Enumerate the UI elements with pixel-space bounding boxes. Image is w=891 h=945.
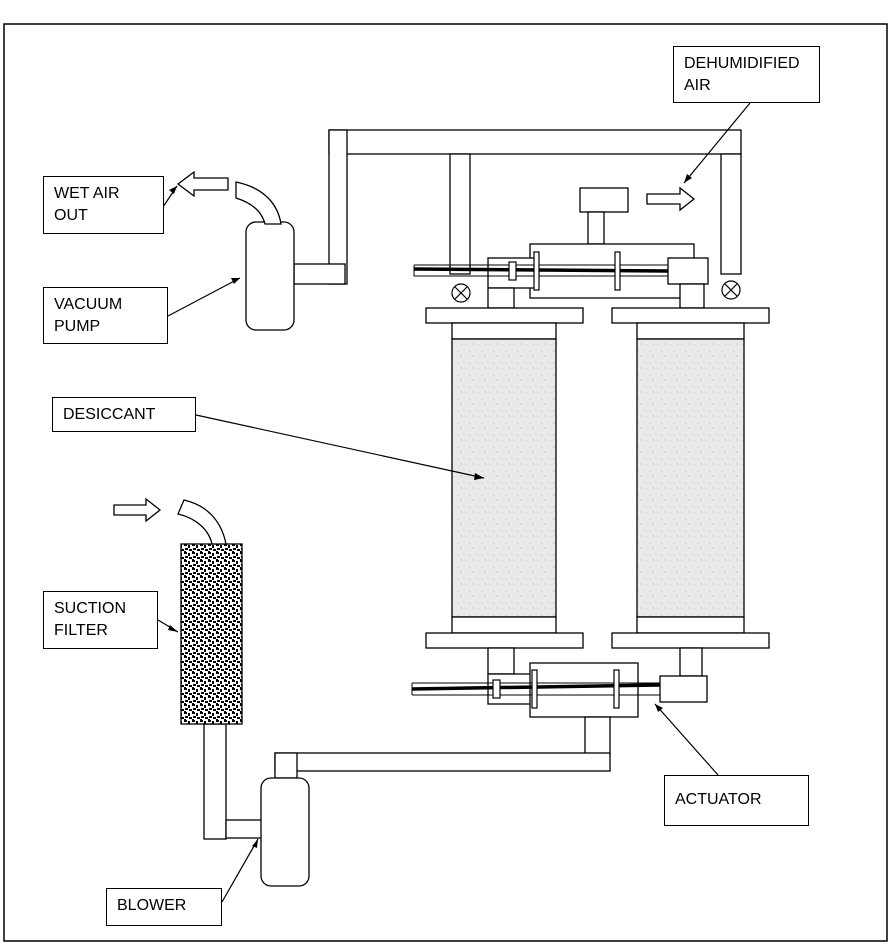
lower-pipe-vertical [584, 716, 611, 756]
right-desiccant-column [636, 338, 745, 618]
blower-top-stub [274, 752, 298, 779]
dehumidified-flow-arrow-icon [646, 186, 696, 212]
lower-left-flange [425, 632, 584, 649]
lower-left-collar [451, 616, 557, 634]
top-pipe-horizontal [328, 129, 742, 155]
label-actuator: ACTUATOR [664, 775, 809, 826]
leader-dehumidified [683, 102, 751, 184]
label-dehumidified-air: DEHUMIDIFIED AIR [673, 46, 820, 103]
wet-air-flow-arrow-icon [176, 170, 229, 198]
blower-body [260, 777, 310, 887]
upper-actuator-endcap [667, 257, 709, 285]
lower-actuator-endcap [659, 675, 708, 703]
label-desiccant: DESICCANT [52, 397, 196, 432]
upper-left-connector [487, 287, 515, 309]
filter-outlet-pipe [203, 723, 227, 840]
leader-vacuum-pump [167, 277, 241, 317]
upper-left-flange [425, 307, 584, 324]
pump-curved-inlet [235, 181, 282, 225]
pump-pipe-stub [293, 263, 346, 285]
upper-right-connector [679, 283, 705, 309]
outer-frame [3, 23, 888, 942]
lower-piston-3 [613, 669, 620, 709]
lower-piston-2 [531, 669, 538, 709]
upper-piston-3 [614, 251, 621, 291]
upper-right-collar [636, 322, 745, 340]
filter-curved-inlet [177, 499, 227, 545]
left-valve-pipe [449, 153, 471, 275]
lower-piston-1 [492, 679, 501, 699]
lower-actuator-body [529, 662, 639, 718]
filter-blower-link [225, 819, 263, 839]
label-wet-air-out: WET AIR OUT [43, 176, 164, 234]
upper-actuator-post [579, 187, 629, 213]
label-blower: BLOWER [106, 888, 222, 926]
vacuum-pump-body [245, 221, 295, 331]
lower-right-connector [679, 647, 703, 677]
upper-piston-1 [508, 261, 517, 281]
upper-piston-2 [533, 251, 540, 291]
upper-left-collar [451, 322, 557, 340]
lower-pipe-horizontal [274, 752, 611, 772]
right-valve-pipe [720, 153, 742, 275]
lower-right-collar [636, 616, 745, 634]
inlet-flow-arrow-icon [113, 497, 162, 523]
leader-blower [221, 838, 259, 903]
lower-left-connector [487, 647, 515, 675]
upper-actuator-post-stem [587, 211, 605, 245]
pump-pipe-vertical [328, 129, 348, 285]
label-vacuum-pump: VACUUM PUMP [43, 287, 168, 344]
left-desiccant-column [451, 338, 557, 618]
upper-rod [413, 267, 669, 273]
label-suction-filter: SUCTION FILTER [43, 591, 158, 649]
leader-actuator [654, 703, 719, 776]
suction-filter-body [180, 543, 243, 725]
upper-right-flange [611, 307, 770, 324]
leader-desiccant [195, 414, 485, 479]
lower-right-flange [611, 632, 770, 649]
